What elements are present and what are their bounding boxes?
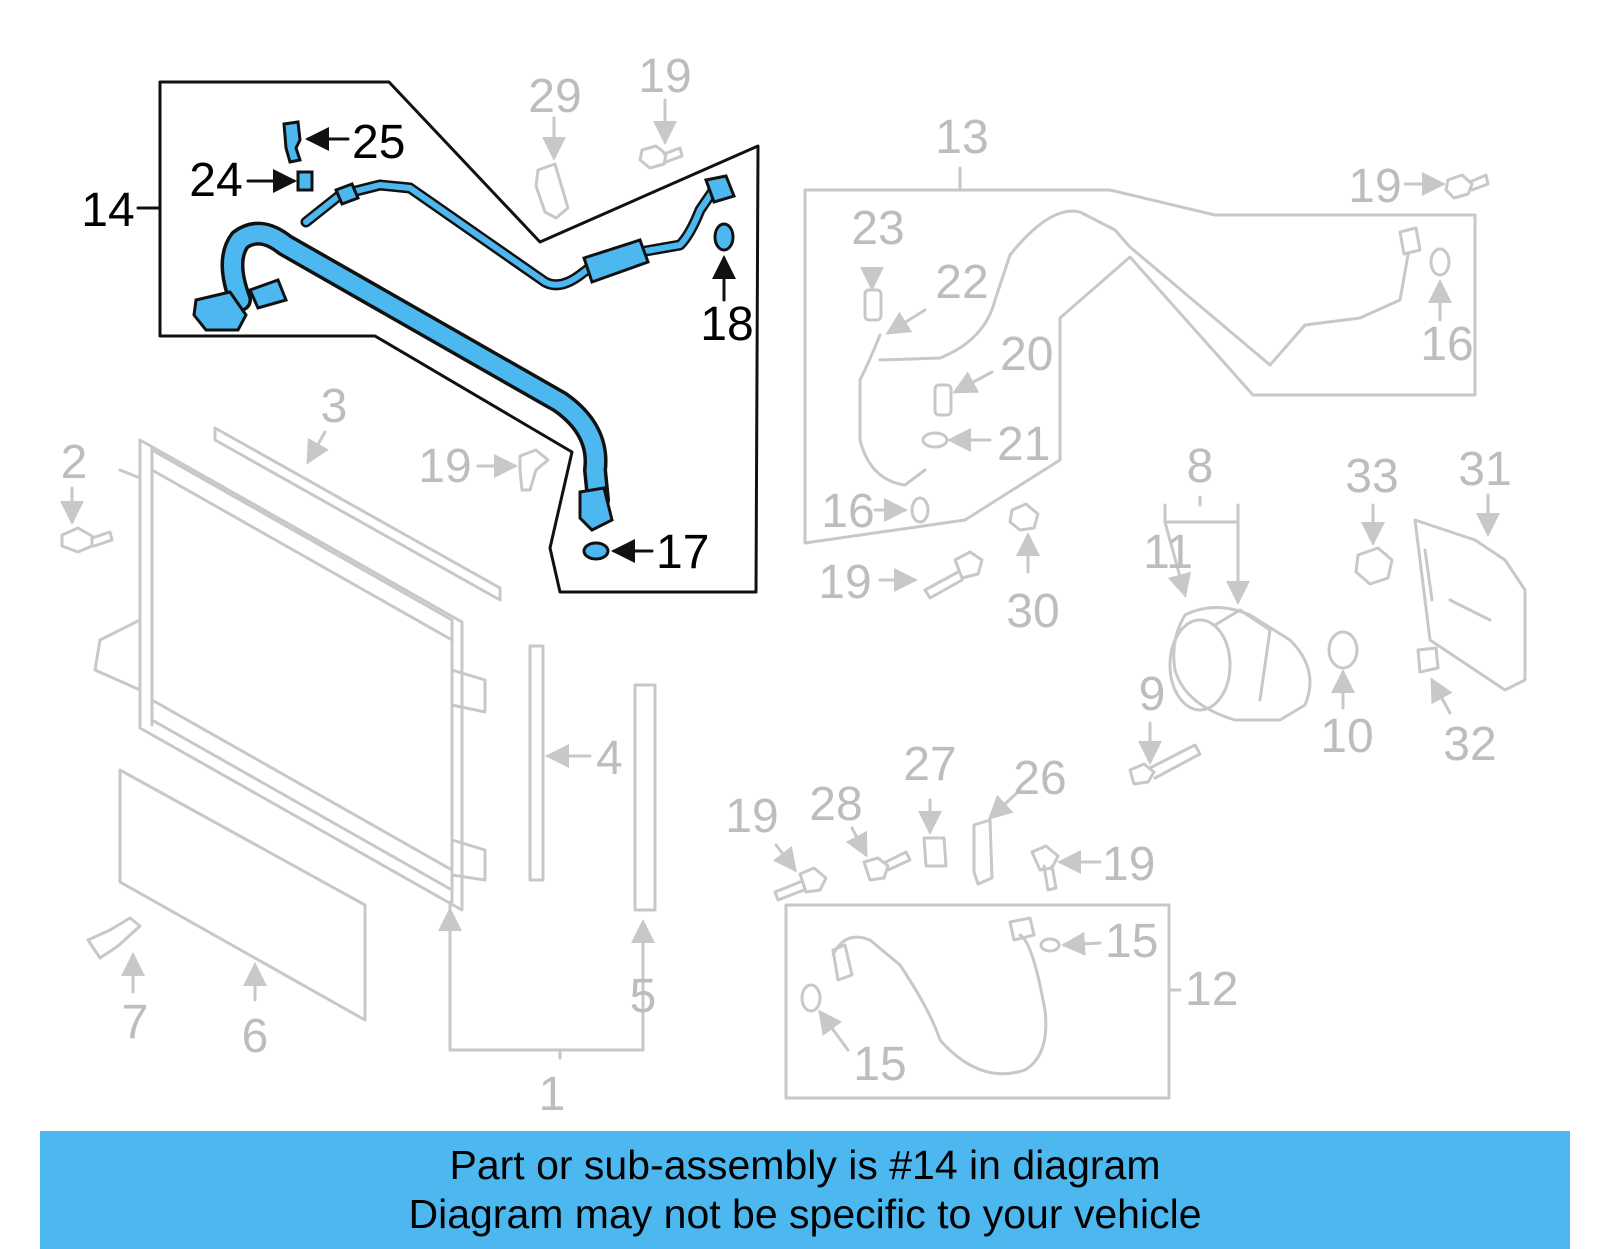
liquid-line: [300, 179, 721, 291]
callout-11: 11: [1143, 526, 1193, 579]
bushing-10: [1327, 630, 1359, 670]
assembly-13: [803, 166, 1490, 545]
bolt-19-lower-left: [773, 866, 828, 902]
suction-hose-fitting: [578, 486, 614, 532]
cap-24: [296, 170, 314, 192]
o-ring-18: [713, 222, 735, 252]
callout-25: 25: [352, 116, 405, 169]
bolt-2: [60, 526, 114, 554]
callout-14: 14: [81, 184, 134, 237]
assembly-13-outline: [803, 188, 1477, 545]
bracket-29: [534, 162, 570, 220]
bracket-26: [972, 818, 994, 886]
callout-15a: 15: [1105, 915, 1158, 968]
clip-32: [1416, 646, 1440, 674]
callout-24: 24: [189, 154, 242, 207]
callout-5: 5: [630, 970, 657, 1023]
callout-21: 21: [997, 418, 1050, 471]
compressor: [1172, 606, 1312, 722]
callout-28: 28: [809, 778, 862, 831]
callout-labels: 1 2 3 4 5 6 7 8 9 10 11 12 13 14 15 15 1…: [61, 50, 1512, 1121]
callout-13: 13: [935, 111, 988, 164]
top-middle-small-parts: [476, 98, 684, 492]
callout-30: 30: [1006, 585, 1059, 638]
nut-27: [922, 836, 948, 868]
condenser-group: [60, 426, 657, 1060]
bolt-9: [1128, 743, 1202, 786]
callout-22: 22: [935, 256, 988, 309]
callout-19f: 19: [1102, 838, 1155, 891]
callout-1: 1: [539, 1068, 566, 1121]
callout-20: 20: [1000, 328, 1053, 381]
callout-15b: 15: [853, 1038, 906, 1091]
clip-30: [1008, 502, 1040, 532]
lower-panel: [118, 768, 367, 1022]
suction-hose: [220, 221, 610, 512]
callout-31: 31: [1458, 443, 1511, 496]
condenser-top-strip: [213, 426, 502, 602]
assembly-12-outline: [784, 903, 1171, 1100]
info-banner: Part or sub-assembly is #14 in diagram D…: [40, 1131, 1570, 1249]
bolt-28: [862, 850, 912, 882]
callout-12: 12: [1185, 963, 1238, 1016]
lower-middle-small-parts: [878, 493, 1527, 786]
condenser-core: [138, 438, 464, 912]
shield-31: [1413, 518, 1527, 692]
banner-disclaimer-text: Diagram may not be specific to your vehi…: [408, 1191, 1202, 1237]
callout-6: 6: [242, 1010, 269, 1063]
bolt-19-left: [923, 550, 984, 600]
banner-part-text: Part or sub-assembly is #14 in diagram: [449, 1142, 1161, 1188]
callout-19e: 19: [725, 790, 778, 843]
assembly-14-outline: [158, 80, 760, 594]
callout-4: 4: [596, 732, 623, 785]
receiver-drier: [633, 683, 657, 912]
callout-17: 17: [656, 526, 709, 579]
callout-23: 23: [851, 202, 904, 255]
callout-19a: 19: [638, 50, 691, 103]
pressure-switch-25: [282, 120, 302, 164]
callout-19b: 19: [418, 440, 471, 493]
callout-18: 18: [700, 298, 753, 351]
side-seal: [528, 644, 545, 882]
callout-19d: 19: [818, 556, 871, 609]
bolt-19-right-top: [1444, 173, 1490, 200]
callout-2: 2: [61, 436, 88, 489]
assembly-12: [772, 788, 1182, 1100]
callout-7: 7: [122, 996, 149, 1049]
bolt-19-top: [638, 144, 684, 170]
callout-33: 33: [1345, 450, 1398, 503]
callout-19c: 19: [1348, 160, 1401, 213]
bracket-7: [86, 916, 142, 960]
callout-16b: 16: [821, 485, 874, 538]
o-ring-17: [582, 541, 610, 561]
callout-8: 8: [1187, 440, 1214, 493]
callout-26: 26: [1013, 752, 1066, 805]
assembly-14: [136, 80, 760, 594]
nut-33: [1354, 546, 1394, 586]
callout-16a: 16: [1420, 318, 1473, 371]
bolt-19-mid: [518, 448, 550, 492]
callout-29: 29: [528, 70, 581, 123]
callout-32: 32: [1443, 718, 1496, 771]
callout-3: 3: [321, 380, 348, 433]
bolt-19-lower-right: [1030, 844, 1060, 892]
callout-9: 9: [1139, 668, 1166, 721]
callout-27: 27: [903, 738, 956, 791]
callout-10: 10: [1320, 710, 1373, 763]
